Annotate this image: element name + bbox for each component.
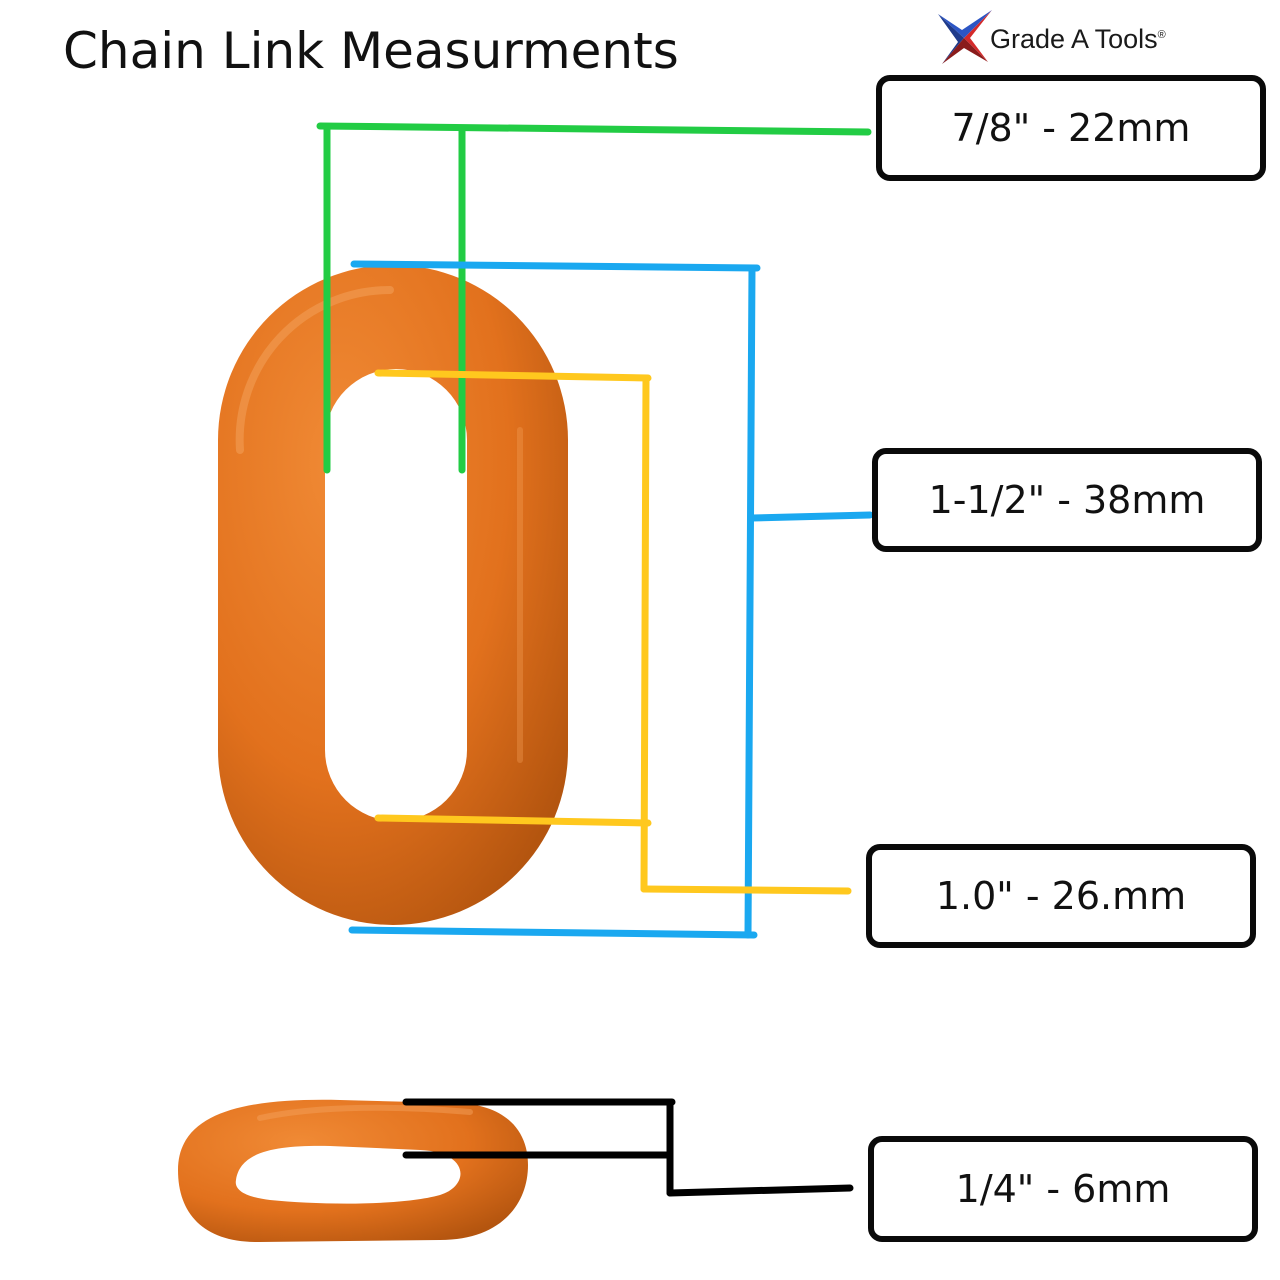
registered-mark: ® <box>1157 29 1166 41</box>
width-label-box: 7/8" - 22mm <box>876 75 1266 181</box>
length-dimension-lines <box>348 260 874 939</box>
x-star-logo-icon <box>938 10 992 64</box>
inner-length-dimension-lines <box>374 369 852 895</box>
brand-name-text: Grade A Tools <box>990 24 1158 54</box>
width-dimension-lines <box>316 122 872 474</box>
length-label-box: 1-1/2" - 38mm <box>872 448 1262 552</box>
chain-link-front-view <box>218 265 568 925</box>
thickness-dimension-lines <box>402 1098 854 1197</box>
brand-logo: Grade A Tools® <box>934 8 1224 68</box>
page-title: Chain Link Measurments <box>63 22 679 80</box>
inner-length-label-box: 1.0" - 26.mm <box>866 844 1256 948</box>
brand-name: Grade A Tools® <box>990 24 1166 55</box>
chain-link-side-view <box>178 1099 528 1243</box>
thickness-label-box: 1/4" - 6mm <box>868 1136 1258 1242</box>
